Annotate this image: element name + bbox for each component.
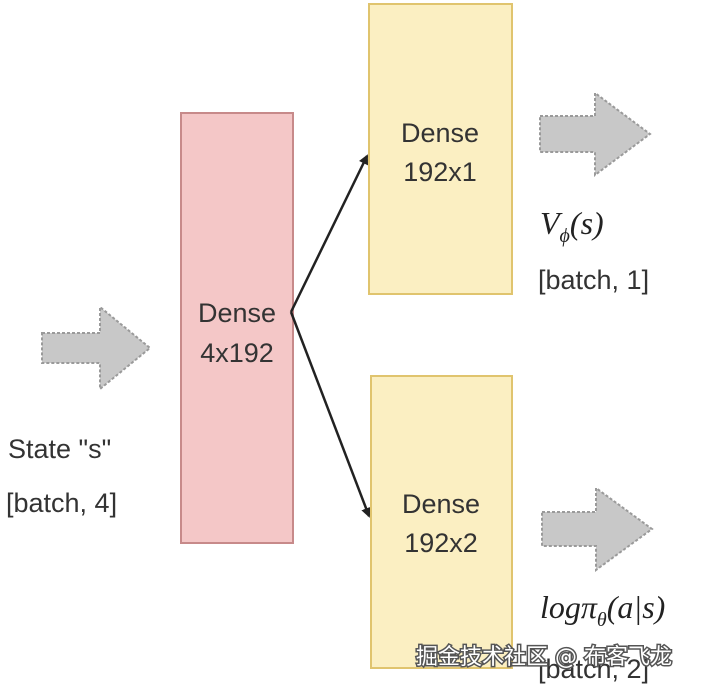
input-block-arrow <box>41 304 152 392</box>
shared-layer-dims: 4x192 <box>200 338 274 368</box>
value-head-name: Dense <box>401 118 479 148</box>
value-head-layer <box>368 3 513 295</box>
policy-output-shape: [batch, 2] <box>538 654 649 684</box>
value-argument: (s) <box>570 205 604 241</box>
shared-layer-name: Dense <box>198 298 276 328</box>
value-output-block-arrow <box>539 91 652 177</box>
value-subscript: ϕ <box>560 225 570 247</box>
arrow-to-value-head <box>289 154 369 313</box>
input-shape: [batch, 4] <box>6 488 117 518</box>
policy-argument: (a|s) <box>607 589 666 625</box>
input-label: State "s" <box>8 434 111 464</box>
policy-output-formula: logπθ(a|s) <box>540 589 665 631</box>
policy-head-layer <box>370 375 513 669</box>
value-head-dims: 192x1 <box>403 157 477 187</box>
arrow-to-policy-head <box>289 311 371 518</box>
policy-symbol: logπ <box>540 589 598 625</box>
watermark: 掘金技术社区 @ 布客飞龙 <box>416 645 672 670</box>
value-output-shape: [batch, 1] <box>538 265 649 295</box>
policy-head-name: Dense <box>402 489 480 519</box>
value-symbol: V <box>540 205 563 241</box>
shared-dense-layer <box>180 112 294 544</box>
value-output-formula: Vϕ(s) <box>540 205 604 247</box>
policy-output-block-arrow <box>541 486 654 572</box>
policy-head-dims: 192x2 <box>404 528 478 558</box>
policy-subscript: θ <box>597 609 607 631</box>
